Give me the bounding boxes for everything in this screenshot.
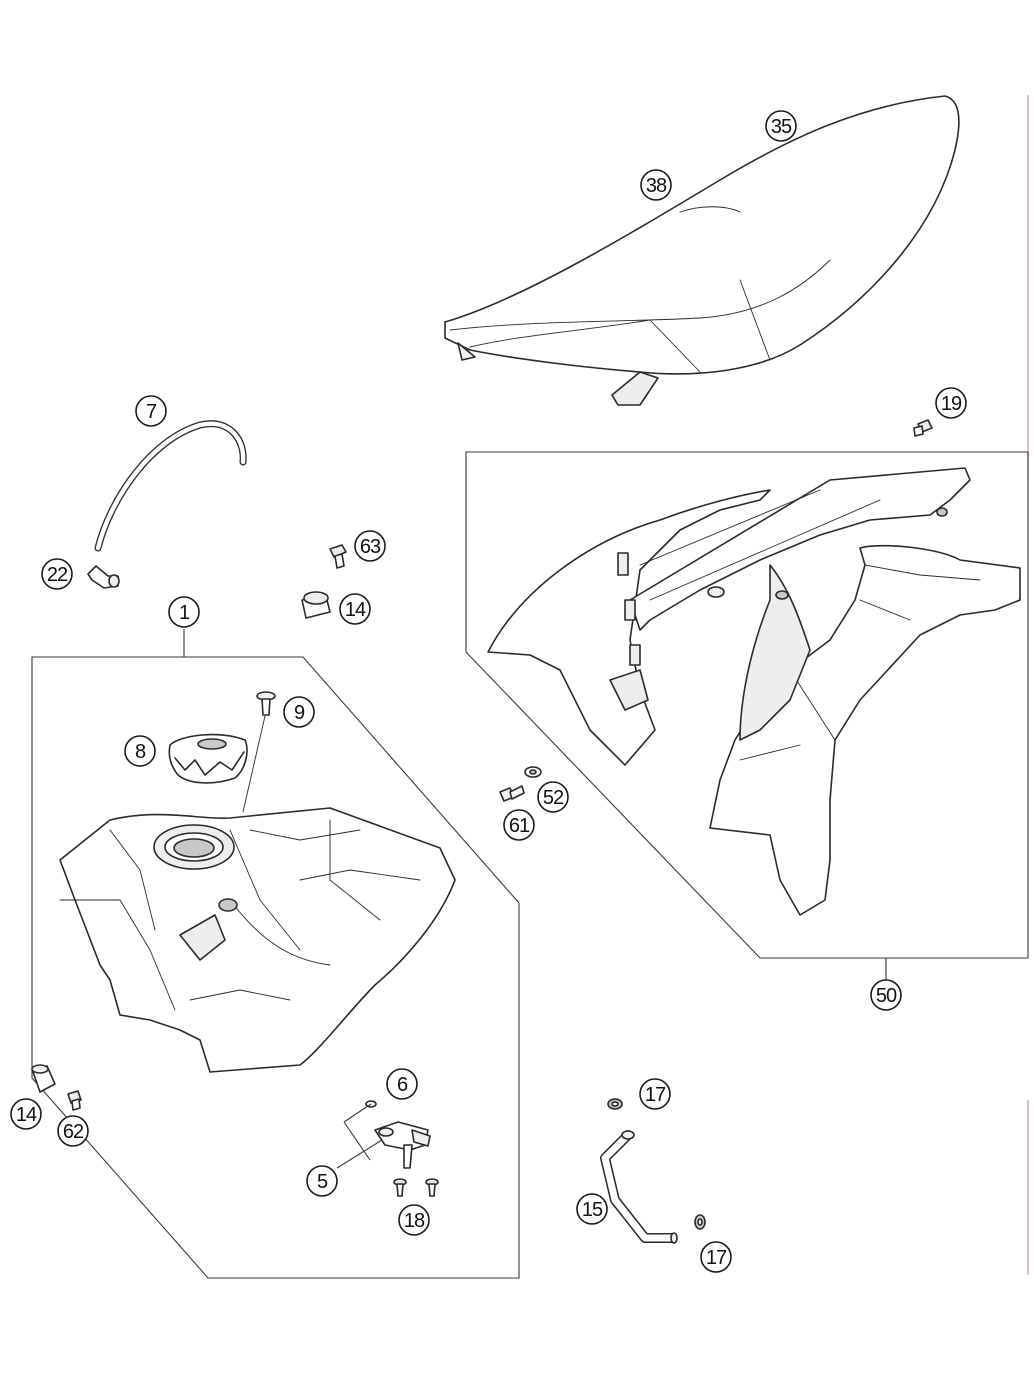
callout-17-bottom: 17 bbox=[700, 1241, 732, 1273]
callout-15: 15 bbox=[576, 1193, 608, 1225]
svg-text:14: 14 bbox=[345, 599, 366, 621]
hose-fitting bbox=[87, 565, 120, 589]
fuel-tank bbox=[59, 807, 456, 1073]
callout-35: 35 bbox=[765, 110, 797, 142]
svg-text:38: 38 bbox=[646, 175, 667, 197]
callout-1: 1 bbox=[168, 596, 200, 628]
screw-19 bbox=[913, 419, 933, 437]
bolt-63 bbox=[329, 544, 347, 569]
svg-text:6: 6 bbox=[397, 1074, 408, 1096]
svg-text:52: 52 bbox=[543, 787, 564, 809]
hose-clamp-17-bottom bbox=[694, 1214, 706, 1230]
screw-9 bbox=[242, 691, 276, 813]
bolt-62 bbox=[67, 1090, 82, 1111]
callout-19: 19 bbox=[935, 387, 967, 419]
tank-assembly-frame bbox=[31, 656, 520, 1279]
svg-text:50: 50 bbox=[876, 985, 897, 1007]
spacer-14-bottom bbox=[31, 1064, 56, 1093]
callout-18: 18 bbox=[398, 1204, 430, 1236]
breather-hose bbox=[94, 420, 247, 552]
callout-50: 50 bbox=[870, 979, 902, 1011]
callout-62: 62 bbox=[57, 1115, 89, 1147]
callout-9: 9 bbox=[283, 696, 315, 728]
fuel-tap bbox=[374, 1121, 431, 1169]
callout-63: 63 bbox=[354, 530, 386, 562]
screws-18 bbox=[393, 1178, 439, 1197]
callout-52: 52 bbox=[537, 781, 569, 813]
svg-text:62: 62 bbox=[63, 1121, 84, 1143]
seat bbox=[444, 95, 960, 406]
svg-text:15: 15 bbox=[582, 1199, 603, 1221]
leader-line bbox=[343, 1103, 372, 1123]
svg-text:9: 9 bbox=[294, 702, 305, 724]
svg-text:7: 7 bbox=[146, 401, 157, 423]
spacer-14-top bbox=[301, 591, 331, 619]
callout-38: 38 bbox=[640, 169, 672, 201]
collar-52 bbox=[524, 766, 542, 778]
callout-14-top: 14 bbox=[339, 593, 371, 625]
bolt-61 bbox=[499, 785, 525, 802]
leader-line bbox=[343, 1121, 371, 1161]
callout-61: 61 bbox=[503, 809, 535, 841]
callout-22: 22 bbox=[41, 558, 73, 590]
hose-clamp-17-top bbox=[607, 1098, 623, 1110]
leader-line bbox=[336, 1139, 383, 1169]
callout-7: 7 bbox=[135, 395, 167, 427]
callout-8: 8 bbox=[124, 735, 156, 767]
fuel-cap bbox=[168, 733, 248, 784]
callout-14-bottom: 14 bbox=[10, 1098, 42, 1130]
svg-text:8: 8 bbox=[135, 741, 146, 763]
svg-text:19: 19 bbox=[941, 393, 962, 415]
svg-text:18: 18 bbox=[404, 1210, 425, 1232]
left-spoiler bbox=[487, 467, 971, 766]
callout-17-top: 17 bbox=[639, 1078, 671, 1110]
right-spoiler bbox=[709, 544, 1021, 916]
callout-5: 5 bbox=[306, 1165, 338, 1197]
fuel-line bbox=[600, 1130, 678, 1244]
svg-text:1: 1 bbox=[179, 602, 190, 624]
svg-text:17: 17 bbox=[645, 1084, 666, 1106]
spoiler-kit-frame bbox=[465, 451, 1029, 959]
svg-text:14: 14 bbox=[16, 1104, 37, 1126]
svg-text:17: 17 bbox=[706, 1247, 727, 1269]
svg-text:35: 35 bbox=[771, 116, 792, 138]
callout-6: 6 bbox=[386, 1068, 418, 1100]
svg-text:5: 5 bbox=[317, 1171, 328, 1193]
svg-text:61: 61 bbox=[509, 815, 530, 837]
svg-text:22: 22 bbox=[47, 564, 68, 586]
svg-text:63: 63 bbox=[360, 536, 381, 558]
